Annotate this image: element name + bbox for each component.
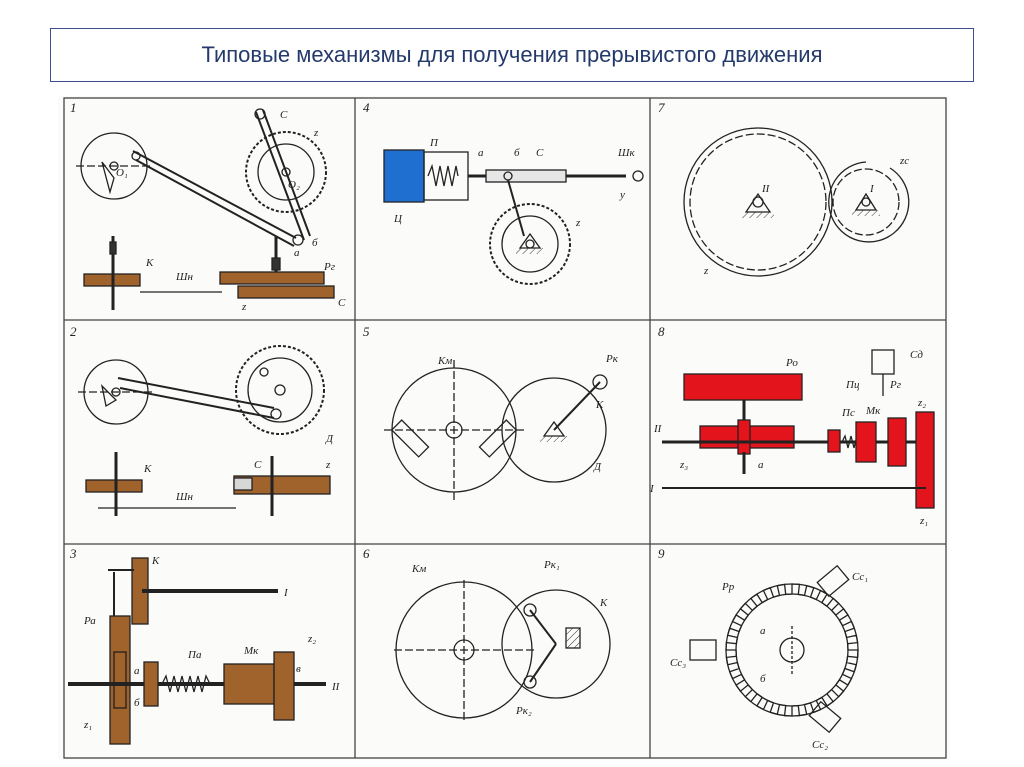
p6-label-rk1: Рк₁ xyxy=(543,559,560,571)
p1-label-o1: O₁ xyxy=(116,167,128,179)
p6-label-k: К xyxy=(599,597,608,609)
panel-1-ratchet-mechanism xyxy=(76,108,335,310)
p8-label-i: I xyxy=(649,483,655,495)
p3-label-pa: Па xyxy=(187,649,202,661)
p4-label-shk: Шк xyxy=(617,147,635,159)
p5-label-km: Км xyxy=(437,355,452,367)
panel-number-4: 4 xyxy=(363,100,370,115)
p2-label-c: С xyxy=(254,459,262,471)
p3-label-mk: Мк xyxy=(243,645,259,657)
p4-label-a: а xyxy=(478,147,484,159)
p4-label-u: у xyxy=(619,189,625,201)
p7-label-i: I xyxy=(869,183,875,195)
p8-label-rg: Рг xyxy=(889,379,902,391)
panel-number-9: 9 xyxy=(658,546,665,561)
p1-label-rg: Рг xyxy=(323,261,336,273)
p7-label-ii: II xyxy=(761,183,771,195)
p1-label-z2: z xyxy=(241,301,247,313)
p8-label-a: а xyxy=(758,459,764,471)
p3-label-b: б xyxy=(134,697,140,709)
panel-number-8: 8 xyxy=(658,324,665,339)
p1-label-o2: O₂ xyxy=(288,179,300,191)
p1-label-a: а xyxy=(294,247,300,259)
panel-5-geneva-mechanism xyxy=(384,360,608,500)
p2-label-shn: Шн xyxy=(175,491,193,503)
star-wheel-teeth xyxy=(725,583,859,717)
p2-label-z: z xyxy=(325,459,331,471)
mechanisms-diagram: 1 2 3 4 5 6 7 8 9 C O₁ O₂ xyxy=(63,97,947,759)
p6-label-km: Км xyxy=(411,563,426,575)
p3-label-z1: z₁ xyxy=(83,719,92,731)
p7-label-z: z xyxy=(703,265,709,277)
p1-label-c2: С xyxy=(338,297,346,309)
panel-7-partial-gear xyxy=(683,127,910,277)
p3-label-z2: z₂ xyxy=(307,633,316,645)
p8-label-z3: z₃ xyxy=(679,459,688,471)
page-title: Типовые механизмы для получения прерывис… xyxy=(201,42,823,67)
mechanisms-sheet: 1 2 3 4 5 6 7 8 9 C O₁ O₂ xyxy=(58,96,950,760)
p2-label-k: K xyxy=(143,463,152,475)
p8-label-z1: z₁ xyxy=(919,515,928,527)
p4-label-b: б xyxy=(514,147,520,159)
panel-number-5: 5 xyxy=(363,324,370,339)
panel-number-3: 3 xyxy=(69,546,77,561)
p1-label-z: z xyxy=(313,127,319,139)
p9-label-ss1: Сс₁ xyxy=(852,571,868,583)
panel-number-7: 7 xyxy=(658,100,665,115)
panel-3-clutch-mechanism xyxy=(68,557,326,745)
p1-label-b: б xyxy=(312,237,318,249)
p8-label-pts: Пц xyxy=(845,379,860,391)
p5-label-d: Д xyxy=(593,461,602,473)
p1-label-k: K xyxy=(145,257,154,269)
p4-label-z: z xyxy=(575,217,581,229)
p9-label-b: б xyxy=(760,673,766,685)
p9-label-rr: Рр xyxy=(721,581,735,593)
panel-number-1: 1 xyxy=(70,100,77,115)
p3-label-ra: Ра xyxy=(83,615,96,627)
p8-label-ii: II xyxy=(653,423,663,435)
p7-label-zc: zc xyxy=(899,155,909,167)
p4-label-p: П xyxy=(429,137,439,149)
p8-label-mk: Мк xyxy=(865,405,881,417)
p9-label-ss2: Сс₂ xyxy=(812,739,828,751)
panel-8-clutch-drive xyxy=(662,349,935,509)
p3-label-k: K xyxy=(151,555,160,567)
p1-label-shn: Шн xyxy=(175,271,193,283)
panel-4-pneumatic-ratchet xyxy=(383,149,644,285)
p4-label-c: С xyxy=(536,147,544,159)
panel-2-ratchet-mechanism xyxy=(78,345,331,516)
p3-label-ii: II xyxy=(331,681,341,693)
p8-label-z2: z₂ xyxy=(917,397,926,409)
p9-label-a: а xyxy=(760,625,766,637)
p3-label-i: I xyxy=(283,587,289,599)
p6-label-rk2: Рк₂ xyxy=(515,705,532,717)
p2-label-d: Д xyxy=(325,433,334,445)
panel-number-2: 2 xyxy=(70,324,77,339)
p1-label-c: C xyxy=(280,109,288,121)
p3-label-a: а xyxy=(134,665,140,677)
p4-label-ts: Ц xyxy=(393,213,403,225)
p9-label-ss3: Сс₃ xyxy=(670,657,686,669)
panel-number-6: 6 xyxy=(363,546,370,561)
p5-label-k: К xyxy=(595,399,604,411)
panel-9-star-wheel xyxy=(689,564,859,734)
p8-label-ro: Ро xyxy=(785,357,798,369)
p3-label-v: в xyxy=(296,663,301,675)
title-box: Типовые механизмы для получения прерывис… xyxy=(50,28,974,82)
p5-label-rk: Рк xyxy=(605,353,619,365)
p8-label-sd: Сд xyxy=(910,349,923,361)
panel-6-geneva-two-pin xyxy=(394,580,611,720)
panel-grid xyxy=(63,97,947,759)
p8-label-ps: Пс xyxy=(841,407,855,419)
